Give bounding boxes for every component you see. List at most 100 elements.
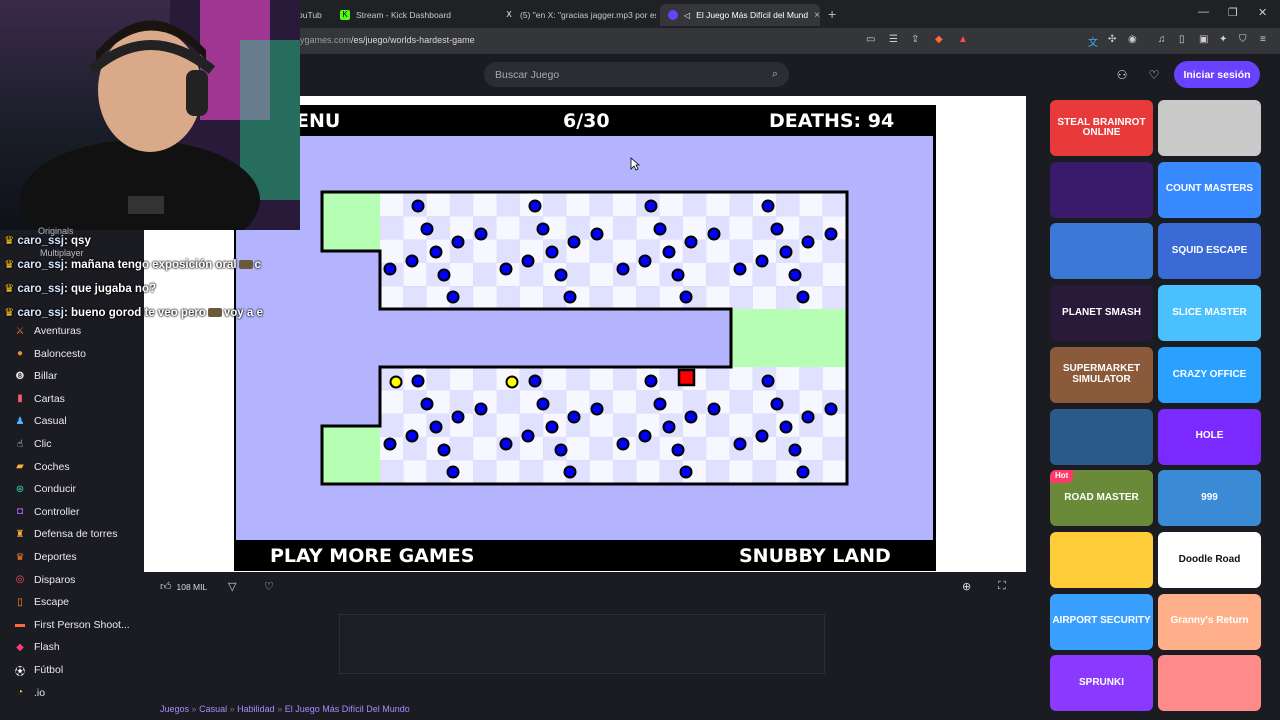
sidebar-item-first-person-shoot[interactable]: ▬First Person Shoot... [0, 614, 135, 636]
new-tab-button[interactable]: + [828, 6, 837, 22]
cast-icon[interactable]: ▭ [866, 34, 876, 45]
minimize-icon[interactable]: — [1198, 6, 1209, 18]
enemy-dot [679, 290, 693, 304]
tab-worlds-hardest-game[interactable]: ◁ El Juego Más Difícil del Mund × [660, 4, 820, 26]
game-thumbnail[interactable]: CRAZY OFFICE [1158, 346, 1261, 403]
login-button[interactable]: Iniciar sesión [1174, 61, 1260, 88]
game-thumbnail[interactable] [1050, 408, 1153, 465]
sidebar-item-conducir[interactable]: ⊛Conducir [0, 478, 135, 500]
game-thumbnail[interactable]: Doodle Road [1158, 531, 1261, 588]
game-thumbnail[interactable] [1050, 223, 1153, 280]
tab-kick-dashboard[interactable]: K Stream - Kick Dashboard [332, 4, 492, 26]
floor-tile [589, 193, 613, 217]
sidebar-item-cartas[interactable]: ▮Cartas [0, 388, 135, 410]
share-icon[interactable]: ⇪ [911, 34, 920, 45]
game-thumbnail[interactable]: STEAL BRAINROT ONLINE [1050, 100, 1153, 156]
enemy-dot [554, 268, 568, 282]
vpn-icon[interactable]: ⛉ [1239, 34, 1247, 45]
speaker-icon: ◁ [684, 10, 691, 20]
chat-text: : que jugaba no? [64, 283, 156, 295]
reader-icon[interactable]: ☰ [889, 34, 898, 45]
breadcrumb-current[interactable]: El Juego Más Difícil Del Mundo [284, 704, 410, 714]
tab-x-post[interactable]: X (5) "en X: "gracias jagger.mp3 por es [496, 4, 656, 26]
friends-icon[interactable]: ⚇ [1116, 68, 1128, 82]
like-button[interactable]: 👍︎ 108 MIL [160, 580, 207, 593]
floor-tile [426, 193, 450, 217]
chat-text: : qsy [64, 235, 91, 247]
snubby-land-link[interactable]: SNUBBY LAND [739, 545, 891, 567]
game-thumbnail[interactable]: SUPERMARKET SIMULATOR [1050, 346, 1153, 403]
game-thumbnail[interactable] [1158, 100, 1261, 156]
game-thumbnail[interactable] [1158, 655, 1261, 712]
crown-icon: ♛ [4, 259, 15, 271]
sidebar-item-disparos[interactable]: ◎Disparos [0, 569, 135, 591]
leo-icon[interactable]: ✦ [1219, 34, 1228, 45]
menu-icon[interactable]: ≡ [1260, 34, 1266, 45]
extensions-icon[interactable]: ✣ [1108, 34, 1117, 45]
sidebar-item-defensa-de-torres[interactable]: ♜Defensa de torres [0, 523, 135, 545]
sidebar-item-flash[interactable]: ◆Flash [0, 636, 135, 658]
restore-icon[interactable]: ❐ [1228, 7, 1238, 19]
close-tab-icon[interactable]: × [814, 9, 820, 21]
game-thumbnail[interactable] [1050, 531, 1153, 588]
enemy-dot [536, 397, 550, 411]
sidebar-item-baloncesto[interactable]: ●Baloncesto [0, 343, 135, 365]
translate-icon[interactable]: 文 [1088, 38, 1098, 49]
sidebar-item-coches[interactable]: ▰Coches [0, 456, 135, 478]
game-canvas[interactable]: ENU 6/30 DEATHS: 94 PLAY MORE GAMES SNUB… [234, 105, 936, 571]
search-icon[interactable]: ⌕ [771, 68, 778, 80]
enemy-dot [536, 222, 550, 236]
media-icon[interactable]: ♫ [1158, 34, 1166, 45]
game-menu-button[interactable]: ENU [296, 110, 341, 132]
safe-zone-right [731, 309, 847, 367]
enemy-dot [437, 443, 451, 457]
floor-tile [449, 436, 474, 461]
game-thumbnail[interactable] [1050, 161, 1153, 218]
game-thumbnail[interactable]: 999 [1158, 470, 1261, 527]
game-thumbnail[interactable]: PLANET SMASH [1050, 285, 1153, 342]
soccer-icon: ⚽︎ [15, 666, 25, 678]
favorites-heart-icon[interactable]: ♡ [1148, 68, 1160, 82]
game-thumbnail[interactable]: Granny's Return [1158, 593, 1261, 650]
game-thumbnail[interactable]: SQUID ESCAPE [1158, 223, 1261, 280]
game-thumbnail[interactable]: COUNT MASTERS [1158, 161, 1261, 218]
breadcrumb-casual[interactable]: Casual [199, 704, 228, 714]
rewards-icon[interactable]: ▲ [958, 34, 968, 45]
dislike-button[interactable]: ▽ [228, 580, 236, 593]
sidebar-item-escape[interactable]: ▯Escape [0, 591, 135, 613]
search-input[interactable] [495, 68, 772, 81]
sidebar-item-f-tbol[interactable]: ⚽︎Fútbol [0, 659, 135, 681]
sidebar-item-aventuras[interactable]: ⚔Aventuras [0, 320, 135, 342]
fullscreen-button[interactable]: ⛶ [998, 580, 1006, 593]
game-thumbnail[interactable]: SLICE MASTER [1158, 285, 1261, 342]
url-field[interactable]: ygames.com/es/juego/worlds-hardest-game [300, 35, 475, 45]
thumbnail-title: Doodle Road [1178, 553, 1241, 565]
sidebar-item-controller[interactable]: ◘Controller [0, 501, 135, 523]
breadcrumb-games[interactable]: Juegos [160, 704, 190, 714]
tab-youtube[interactable]: ouTub [290, 4, 330, 26]
brave-shield-icon[interactable]: ◆ [935, 34, 943, 45]
favorite-button[interactable]: ♡ [264, 580, 274, 593]
floor-tile [706, 413, 730, 437]
sidebar-item-casual[interactable]: ♟Casual [0, 410, 135, 432]
play-more-games-link[interactable]: PLAY MORE GAMES [270, 545, 475, 567]
sidebar-item-clic[interactable]: ☝Clic [0, 433, 135, 455]
enemy-dot [499, 437, 513, 451]
thumbnail-title: SQUID ESCAPE [1171, 245, 1248, 257]
game-thumbnail[interactable]: SPRUNKI [1050, 655, 1153, 712]
floor-tile [589, 436, 613, 461]
wallet-icon[interactable]: ▣ [1199, 34, 1209, 45]
game-thumbnail[interactable]: HOLE [1158, 408, 1261, 465]
screenshot-icon[interactable]: ◉ [1128, 34, 1137, 45]
hot-badge: Hot [1050, 470, 1074, 483]
report-button[interactable]: ⊕ [962, 580, 971, 593]
sidebar-item-deportes[interactable]: ♛Deportes [0, 546, 135, 568]
sidebar-item-io[interactable]: ◔.io [0, 682, 135, 704]
game-thumbnail[interactable]: AIRPORT SECURITY [1050, 593, 1153, 650]
floor-tile [380, 239, 404, 263]
sidebar-toggle-icon[interactable]: ▯ [1179, 34, 1185, 45]
close-window-icon[interactable]: ✕ [1258, 7, 1268, 19]
breadcrumb-skill[interactable]: Habilidad [237, 704, 275, 714]
